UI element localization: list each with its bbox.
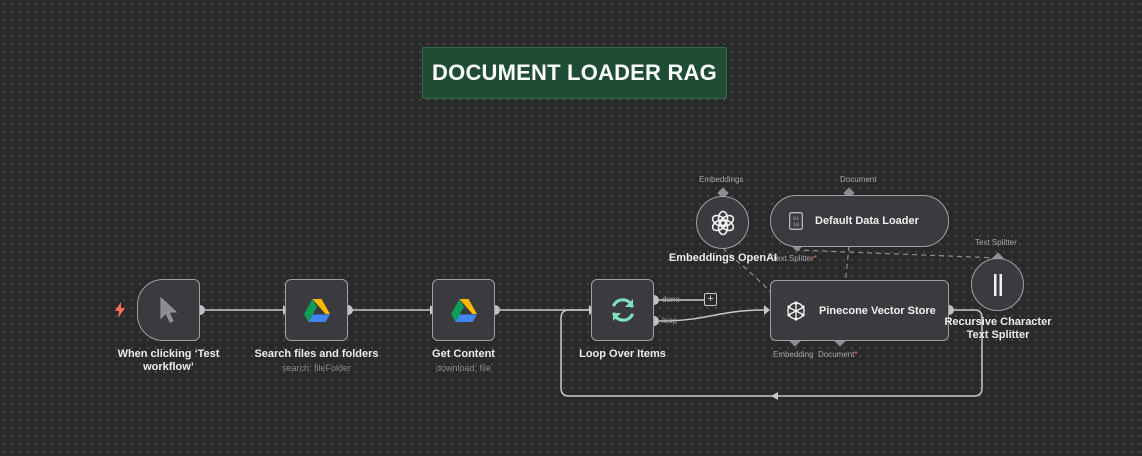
google-drive-icon [450, 298, 477, 322]
pinecone-icon [787, 300, 805, 321]
node-embeddings-openai[interactable] [696, 196, 749, 249]
loader-document-port-label: Document [840, 175, 877, 184]
loop-loop-output-label: loop [662, 316, 678, 325]
openai-icon [711, 210, 734, 235]
node-embeddings-openai-label: Embeddings OpenAI [668, 252, 778, 264]
sticky-note[interactable]: DOCUMENT LOADER RAG [422, 47, 727, 99]
node-loop-over-items-label: Loop Over Items [579, 348, 666, 360]
loader-textsplitter-port-text: Text Splitter [772, 254, 814, 263]
vectorstore-embedding-port-text: Embedding [773, 350, 814, 359]
arrow-loopback [771, 392, 778, 400]
node-pinecone-vector-store-label: Pinecone Vector Store [819, 304, 936, 317]
vectorstore-document-port-label: Document* [818, 350, 858, 359]
trigger-bolt-icon [115, 302, 125, 318]
binary-file-icon: 01 10 [789, 212, 803, 230]
vectorstore-embedding-port-label: Embedding [773, 350, 813, 359]
sticky-note-title: DOCUMENT LOADER RAG [432, 60, 717, 85]
cursor-icon [160, 296, 177, 323]
splitter-port-label: Text Splitter [975, 238, 1017, 247]
loop-done-output-label: done [662, 295, 680, 304]
node-get-content-label: Get Content [432, 348, 495, 360]
node-default-data-loader-label: Default Data Loader [815, 215, 919, 227]
google-drive-icon [303, 298, 330, 322]
required-marker: * [813, 254, 817, 263]
required-marker: * [854, 350, 858, 359]
loop-icon [611, 298, 634, 322]
add-node-plus-button[interactable]: + [704, 293, 717, 306]
svg-text:01: 01 [793, 216, 799, 222]
node-search-files-label: Search files and folders [254, 348, 379, 360]
node-search-files-subtitle: search: fileFolder [281, 363, 352, 373]
node-manual-trigger-label: When clicking ‘Test workflow’ [117, 348, 220, 373]
node-get-content-subtitle: download: file [435, 363, 492, 373]
svg-text:10: 10 [793, 222, 799, 228]
node-text-splitter[interactable] [971, 258, 1024, 311]
node-default-data-loader[interactable]: 01 10 Default Data Loader [770, 195, 949, 247]
node-get-content[interactable] [432, 279, 495, 341]
connection-splitter-to-loader [796, 249, 999, 259]
node-pinecone-vector-store[interactable]: Pinecone Vector Store [770, 280, 949, 341]
splitter-icon [993, 273, 1002, 296]
node-manual-trigger[interactable] [137, 279, 200, 341]
loader-textsplitter-port-label: Text Splitter* [772, 254, 817, 263]
embeddings-port-label: Embeddings [699, 175, 744, 184]
vectorstore-document-port-text: Document [818, 350, 855, 359]
node-search-files[interactable] [285, 279, 348, 341]
node-text-splitter-label: Recursive Character Text Splitter [944, 316, 1052, 341]
node-loop-over-items[interactable] [591, 279, 654, 341]
